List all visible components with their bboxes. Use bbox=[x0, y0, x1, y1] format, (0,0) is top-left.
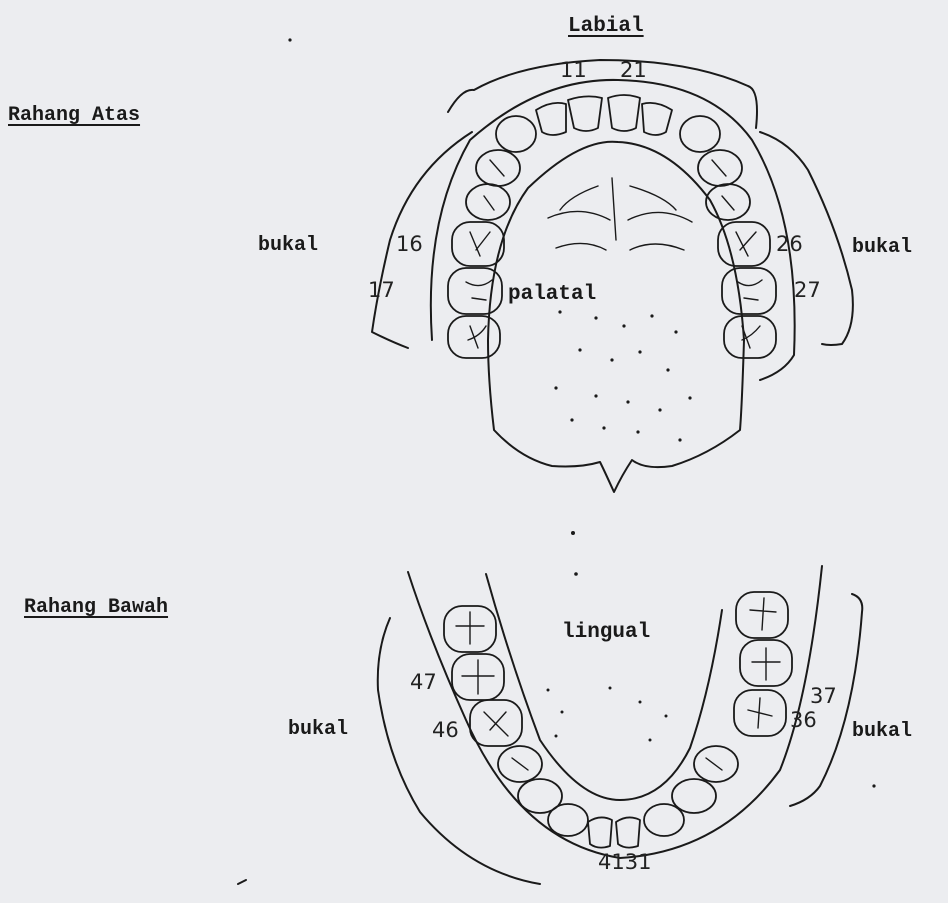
tooth-16-label: 16 bbox=[396, 234, 423, 255]
lower-buccal-right-label: bukal bbox=[852, 722, 912, 742]
tooth-47-label: 47 bbox=[410, 672, 437, 693]
upper-buccal-left-label: bukal bbox=[258, 236, 318, 256]
tooth-36-label: 36 bbox=[790, 710, 817, 731]
tooth-41-31-label: 4131 bbox=[598, 852, 651, 873]
lower-jaw-title: Rahang Bawah bbox=[24, 598, 168, 618]
lower-buccal-left-label: bukal bbox=[288, 720, 348, 740]
tooth-27-label: 27 bbox=[794, 280, 821, 301]
upper-teeth bbox=[448, 95, 776, 358]
stray-dot bbox=[872, 784, 875, 787]
tooth-46-label: 46 bbox=[432, 720, 459, 741]
lingual-stipple bbox=[547, 572, 668, 741]
palate-outline bbox=[488, 142, 744, 492]
lingual-label: lingual bbox=[562, 622, 650, 643]
upper-jaw-title: Rahang Atas bbox=[8, 106, 140, 126]
palatal-rugae bbox=[548, 178, 692, 250]
upper-gum-outline bbox=[431, 80, 795, 380]
stray-dot bbox=[288, 38, 291, 41]
tooth-21-label: 21 bbox=[620, 60, 647, 81]
stray-dot bbox=[571, 531, 575, 535]
lingual-outline bbox=[486, 574, 722, 800]
tooth-37-label: 37 bbox=[810, 686, 837, 707]
palatal-label: palatal bbox=[508, 284, 596, 305]
tooth-26-label: 26 bbox=[776, 234, 803, 255]
palate-stipple bbox=[554, 310, 691, 441]
stray-mark bbox=[238, 880, 246, 884]
upper-right-buccal-bracket bbox=[760, 132, 853, 345]
labial-label: Labial bbox=[568, 16, 644, 37]
upper-buccal-right-label: bukal bbox=[852, 238, 912, 258]
tooth-11-label: 11 bbox=[560, 60, 587, 81]
upper-jaw-drawing bbox=[372, 60, 853, 492]
tooth-17-label: 17 bbox=[368, 280, 395, 301]
